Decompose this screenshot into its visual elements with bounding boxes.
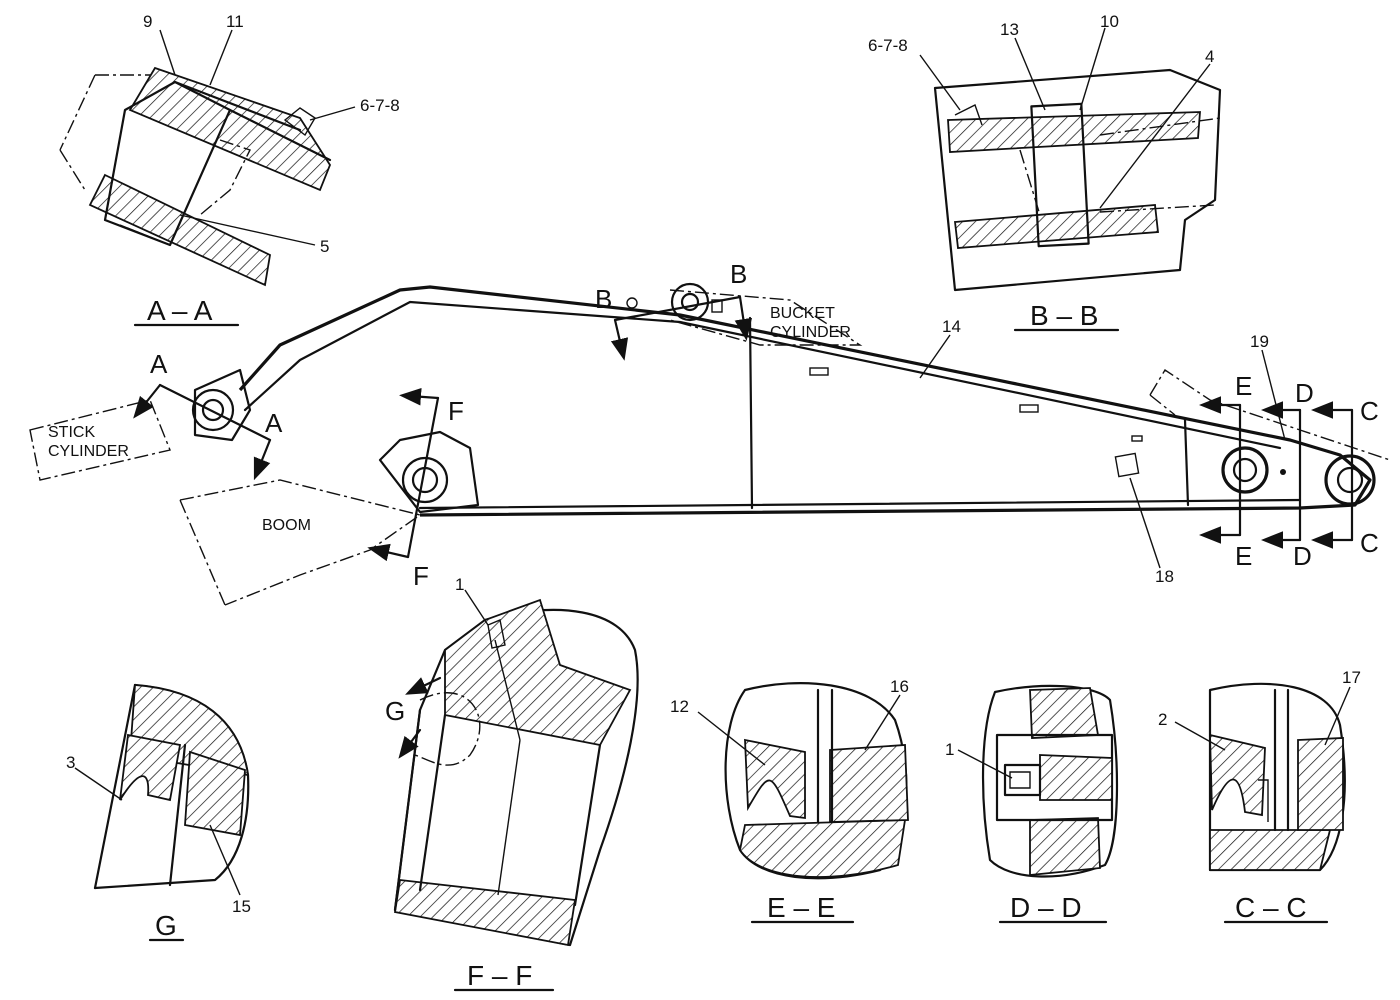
view-c-c-title: C – C bbox=[1235, 892, 1307, 923]
part-14-label: 14 bbox=[942, 317, 961, 336]
bucket-cylinder-label-2: CYLINDER bbox=[770, 324, 851, 341]
part-5-label: 5 bbox=[320, 237, 329, 256]
view-e-e: 12 16 E – E bbox=[670, 677, 909, 924]
detail-g-marker: G bbox=[385, 696, 405, 726]
part-18-label: 18 bbox=[1155, 567, 1174, 586]
section-b-left: B bbox=[595, 284, 612, 314]
section-a-right: A bbox=[265, 408, 283, 438]
part-3-label: 3 bbox=[66, 753, 75, 772]
main-stick-view: A A B B F F E E D D C C BUCKET CYLINDER … bbox=[29, 259, 1391, 606]
bucket-cylinder-label-1: BUCKET bbox=[770, 305, 835, 322]
view-g-title: G bbox=[155, 910, 177, 941]
section-f-bottom: F bbox=[413, 561, 429, 591]
view-b-b-title: B – B bbox=[1030, 300, 1098, 331]
view-b-b: 6-7-8 13 10 4 B – B bbox=[868, 12, 1222, 332]
boom-label: BOOM bbox=[262, 517, 311, 534]
view-e-e-title: E – E bbox=[767, 892, 835, 923]
section-d-bottom: D bbox=[1293, 541, 1312, 571]
part-12-label: 12 bbox=[670, 697, 689, 716]
view-a-a: 9 11 6-7-8 5 A – A bbox=[59, 12, 400, 327]
part-6-7-8-label: 6-7-8 bbox=[360, 96, 400, 115]
stick-cylinder-label-1: STICK bbox=[48, 424, 95, 441]
view-d-d-title: D – D bbox=[1010, 892, 1082, 923]
section-a-left: A bbox=[150, 349, 168, 379]
view-f-f-title: F – F bbox=[467, 960, 532, 991]
section-e-top: E bbox=[1235, 371, 1252, 401]
section-c-bottom: C bbox=[1360, 528, 1379, 558]
section-b-right: B bbox=[730, 259, 747, 289]
part-13-label: 13 bbox=[1000, 20, 1019, 39]
part-11-label: 11 bbox=[226, 12, 244, 31]
part-1-label-ff: 1 bbox=[455, 575, 464, 594]
section-e-bottom: E bbox=[1235, 541, 1252, 571]
section-f-top: F bbox=[448, 396, 464, 426]
view-f-f: 1 G F – F bbox=[385, 575, 639, 992]
part-2-label: 2 bbox=[1158, 710, 1167, 729]
part-19-label: 19 bbox=[1250, 332, 1269, 351]
part-16-label: 16 bbox=[890, 677, 909, 696]
part-17-label: 17 bbox=[1342, 668, 1361, 687]
part-9-label: 9 bbox=[143, 12, 152, 31]
part-10-label: 10 bbox=[1100, 12, 1119, 31]
view-g: 3 15 G bbox=[66, 683, 251, 942]
part-1-label-dd: 1 bbox=[945, 740, 954, 759]
section-c-top: C bbox=[1360, 396, 1379, 426]
view-d-d: 1 D – D bbox=[945, 684, 1119, 924]
stick-cylinder-label-2: CYLINDER bbox=[48, 443, 129, 460]
view-c-c: 2 17 C – C bbox=[1158, 668, 1361, 924]
part-15-label: 15 bbox=[232, 897, 251, 916]
part-6-7-8-label-bb: 6-7-8 bbox=[868, 36, 908, 55]
view-a-a-title: A – A bbox=[147, 295, 213, 326]
part-4-label: 4 bbox=[1205, 47, 1214, 66]
section-d-top: D bbox=[1295, 378, 1314, 408]
